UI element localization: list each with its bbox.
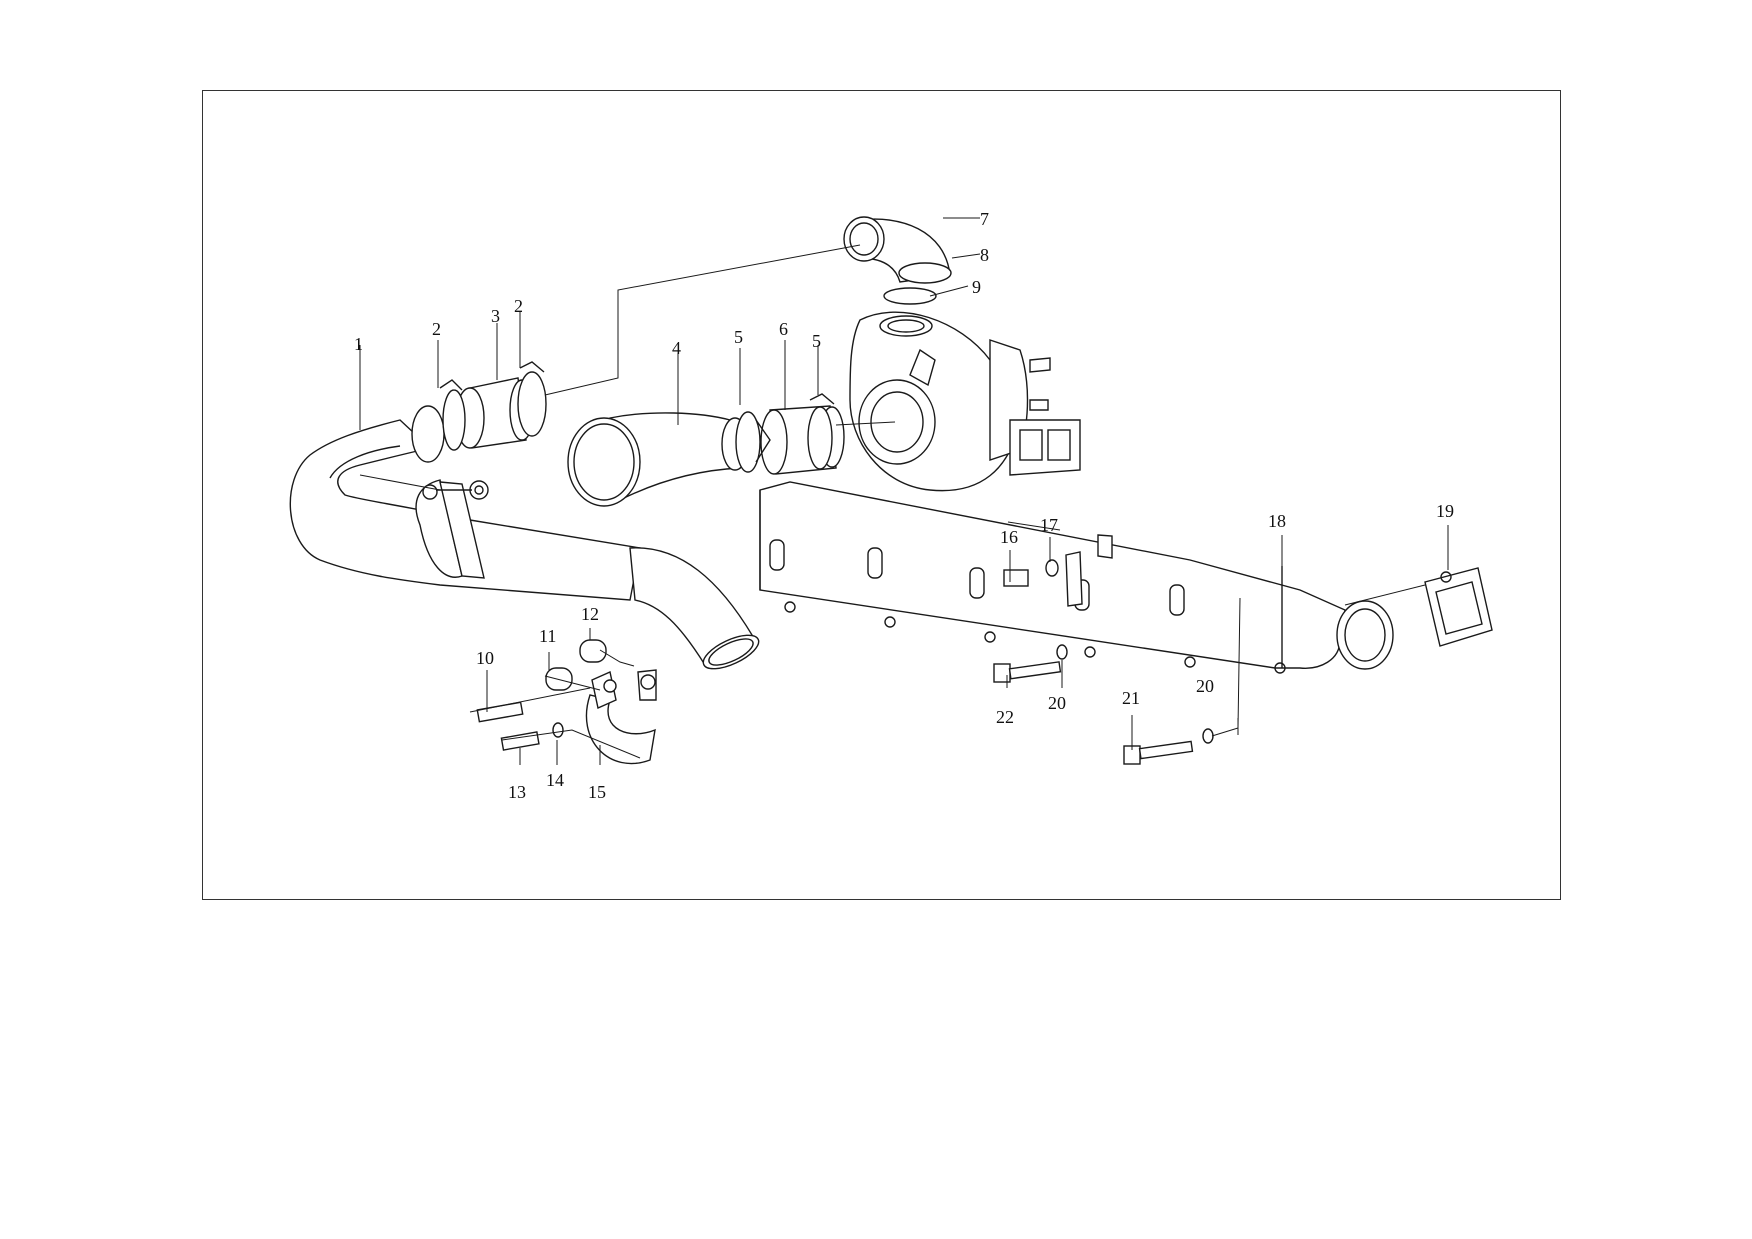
- part-8-clamp: [898, 262, 952, 284]
- hose-clamp-right: [517, 371, 547, 437]
- part-14-washer: [552, 722, 564, 738]
- turbocharger: [849, 311, 1081, 492]
- callout-labels: 1 2 2 3 4 5 5 6 7 8 9 10 11 12 13 14 15 …: [354, 209, 1454, 802]
- lower-clamp-assembly: [476, 639, 657, 765]
- callout-5-right: 5: [812, 331, 821, 351]
- clamp-5-right: [807, 406, 833, 470]
- callout-4: 4: [672, 338, 681, 358]
- callout-2-right: 2: [514, 296, 523, 316]
- callout-7: 7: [980, 209, 989, 229]
- callout-6: 6: [779, 319, 788, 339]
- part-11-spacer: [545, 667, 573, 691]
- part-6-sleeve-with-clamps: [735, 393, 845, 475]
- callout-17: 17: [1040, 515, 1058, 535]
- turbine-flange: [1009, 419, 1081, 476]
- callout-11: 11: [539, 626, 556, 646]
- callout-20-right: 20: [1196, 676, 1214, 696]
- callout-20-left: 20: [1048, 693, 1066, 713]
- part-10-bolt: [476, 701, 524, 723]
- part-20-washer-lower: [1202, 728, 1214, 744]
- callout-10: 10: [476, 648, 494, 668]
- part-9-gasket: [883, 287, 937, 305]
- callout-5-left: 5: [734, 327, 743, 347]
- callout-8: 8: [980, 245, 989, 265]
- part-12-spacer: [579, 639, 607, 663]
- callout-1: 1: [354, 334, 363, 354]
- part-19-gasket: [1424, 567, 1493, 647]
- callout-3: 3: [491, 306, 500, 326]
- part-7-elbow: [843, 216, 952, 305]
- diagram-frame: [202, 90, 1561, 900]
- callout-9: 9: [972, 277, 981, 297]
- part-3-hose-with-clamps: [439, 361, 547, 451]
- clamp-5-left: [735, 411, 761, 473]
- callout-14: 14: [546, 770, 564, 790]
- leader-lines: [359, 217, 1449, 765]
- part-16-bolt: [1003, 569, 1029, 587]
- callout-12: 12: [581, 604, 599, 624]
- part-22-bolt-head: [993, 663, 1011, 683]
- part-15-clamp: [585, 694, 656, 765]
- callout-21: 21: [1122, 688, 1140, 708]
- callout-22: 22: [996, 707, 1014, 727]
- part-17-washer: [1045, 559, 1059, 577]
- callout-16: 16: [1000, 527, 1018, 547]
- callout-2-left: 2: [432, 319, 441, 339]
- part-20-washer-upper: [1056, 644, 1068, 660]
- callout-15: 15: [588, 782, 606, 802]
- hose-clamp-left: [442, 389, 466, 451]
- callout-13: 13: [508, 782, 526, 802]
- part-4-reducer: [567, 412, 749, 507]
- callout-18: 18: [1268, 511, 1286, 531]
- callout-19: 19: [1436, 501, 1454, 521]
- part-13-bolt: [500, 731, 540, 751]
